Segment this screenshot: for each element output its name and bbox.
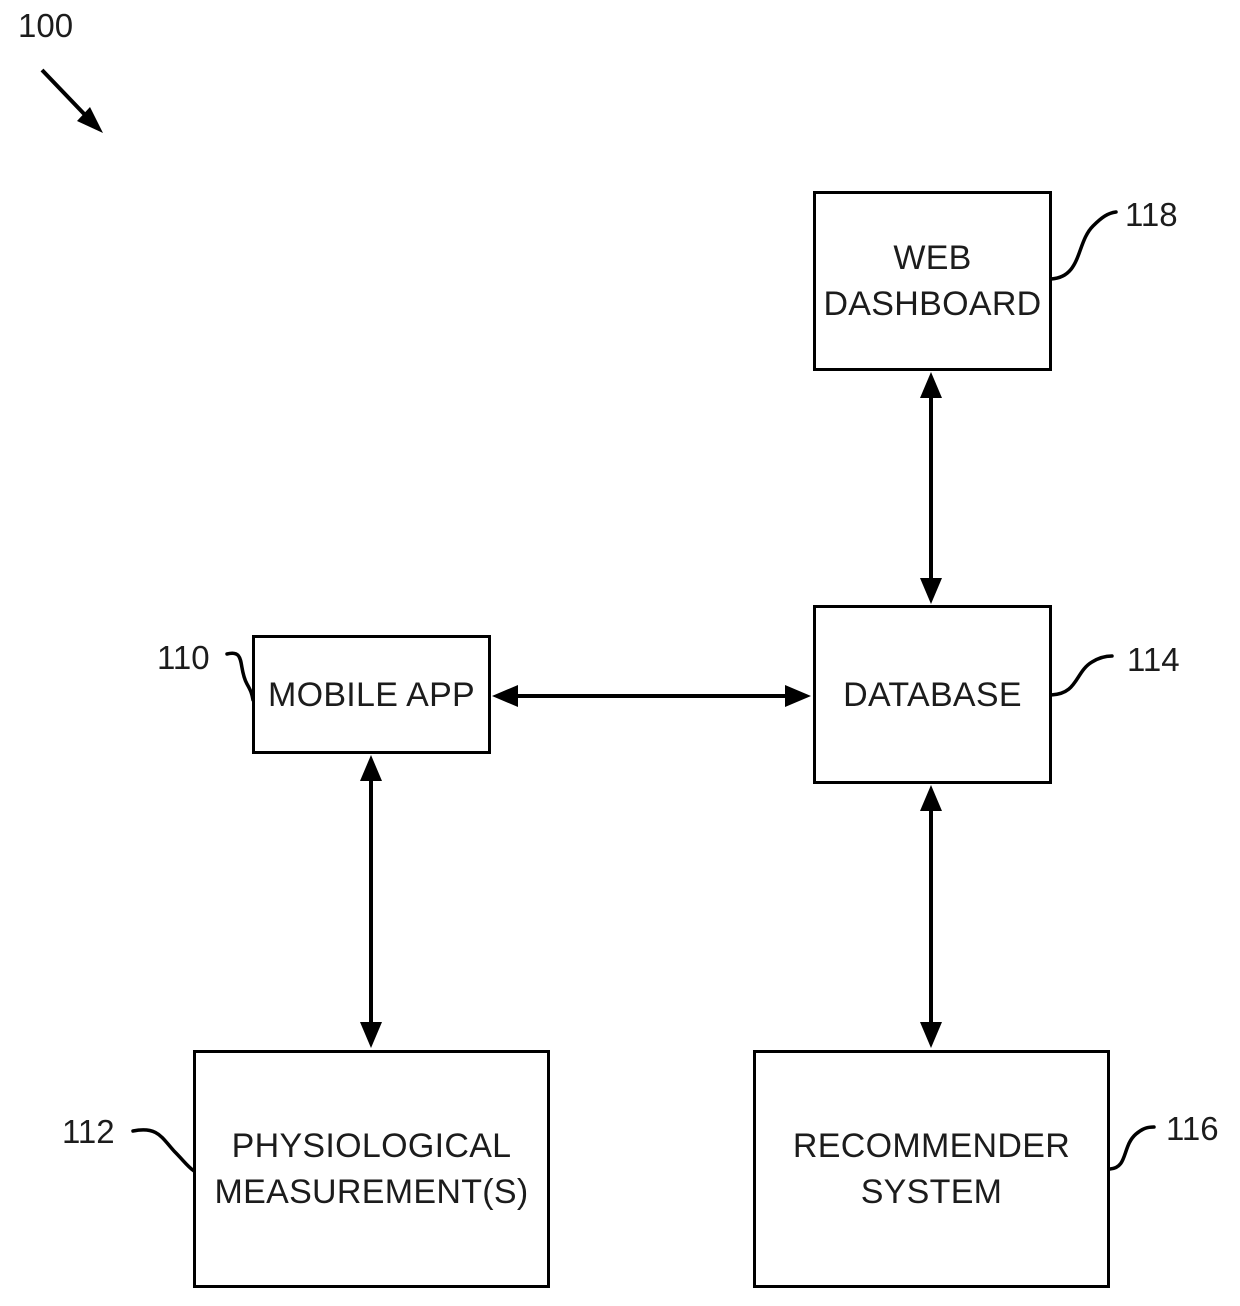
arrow-database-recommender [920,785,942,1048]
ref-label-110: 110 [157,639,210,676]
recommender-label-line2: SYSTEM [860,1173,1003,1211]
figure-ref-pointer-arrow [40,68,103,133]
database-label: DATABASE [843,675,1022,714]
arrow-mobile-app-physiological [360,755,382,1048]
mobile-app-box: MOBILE APP [252,635,491,754]
ref-label-112: 112 [62,1113,115,1150]
figure-ref-label: 100 [18,7,74,44]
web-dashboard-label-line1: WEB [893,239,972,277]
database-box: DATABASE [813,605,1052,784]
ref-label-116: 116 [1166,1110,1219,1147]
ref-label-114: 114 [1127,641,1180,678]
physiological-measurements-box: PHYSIOLOGICAL MEASUREMENT(S) [193,1050,550,1288]
recommender-label-line1: RECOMMENDER [792,1127,1071,1165]
leader-line-118 [1049,210,1118,281]
physiological-label-line2: MEASUREMENT(S) [214,1173,529,1211]
leader-line-116 [1108,1125,1156,1171]
leader-line-110 [225,651,255,702]
ref-label-118: 118 [1125,196,1178,233]
recommender-system-box: RECOMMENDER SYSTEM [753,1050,1110,1288]
leader-line-112 [131,1128,196,1173]
arrow-mobile-app-database [492,685,811,707]
web-dashboard-box: WEB DASHBOARD [813,191,1052,371]
leader-line-114 [1049,654,1114,697]
physiological-label-line1: PHYSIOLOGICAL [231,1127,512,1165]
web-dashboard-label-line2: DASHBOARD [823,285,1042,323]
arrow-web-dashboard-database [920,372,942,604]
mobile-app-label: MOBILE APP [267,675,476,714]
